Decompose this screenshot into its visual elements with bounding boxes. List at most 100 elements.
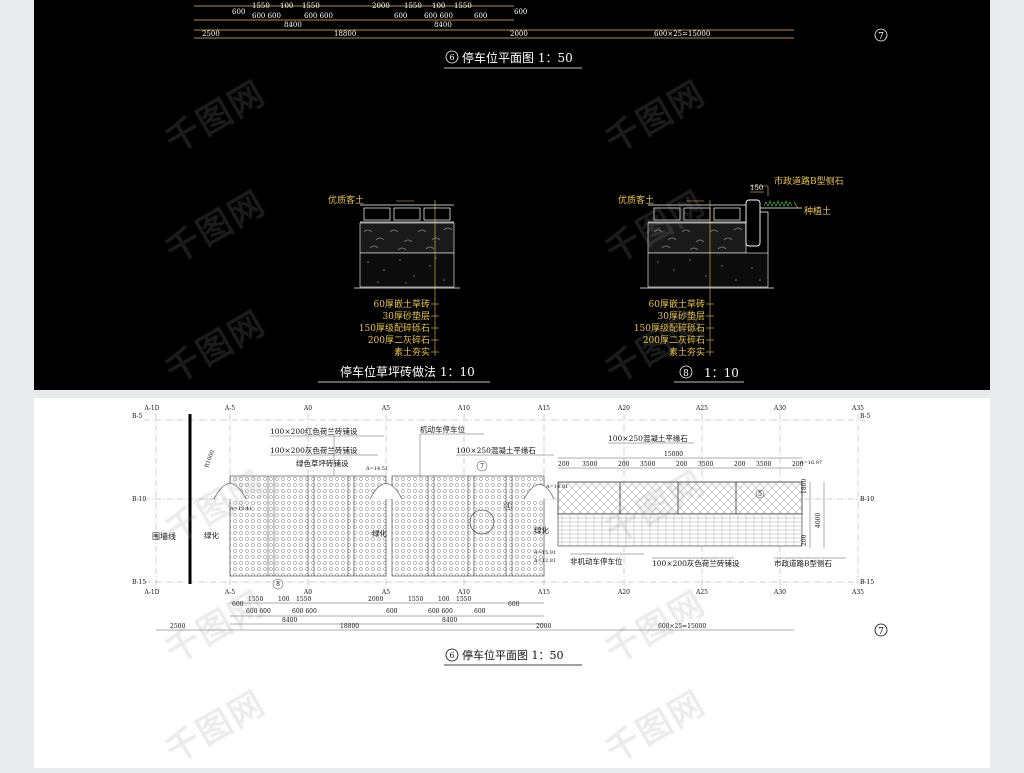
cad-drawing-bottom-panel: A-1D A-5 A0 A5 A10 A15 A20 A25 A30 A35 A… bbox=[34, 398, 990, 768]
annotation-leaders bbox=[270, 433, 846, 559]
elev-2: A=16.97 bbox=[799, 460, 822, 466]
dim-100b: 100 bbox=[432, 2, 445, 10]
top-title-num: 6 bbox=[449, 53, 454, 62]
dim-2000: 2000 bbox=[372, 2, 390, 10]
section2-layer-3: 150厚级配碎砾石 bbox=[634, 322, 705, 334]
dim-600x2c: 600 600 bbox=[424, 12, 453, 20]
marker-8: 8 bbox=[276, 581, 280, 588]
section1-layer-5: 素土夯实 bbox=[394, 346, 430, 358]
grid-row-b-15-r: B-15 bbox=[860, 579, 874, 586]
bdim-1550d: 1550 bbox=[456, 596, 471, 603]
section1-layer-2: 30厚砂垫层 bbox=[383, 310, 430, 322]
bottom-dims: 600 1550 100 1550 2000 1550 100 1550 600… bbox=[170, 596, 706, 630]
section2-plant-soil: 种植土 bbox=[804, 205, 831, 217]
grid-row-b-10-r: B-10 bbox=[860, 496, 874, 503]
bdim-600x2b: 600 600 bbox=[292, 608, 317, 615]
grid-col-a-1d-b: A-1D bbox=[144, 589, 160, 596]
grid-col-a15: A15 bbox=[537, 405, 550, 412]
grid-col-a0-b: A0 bbox=[303, 589, 312, 596]
label-green-1: 绿化 bbox=[204, 530, 219, 540]
elev-1: A=14.51 bbox=[365, 466, 388, 472]
section1-soil-label: 优质客土 bbox=[328, 194, 364, 206]
dim-600b: 600 bbox=[514, 8, 527, 16]
bottom-title-num: 6 bbox=[449, 651, 454, 660]
section2-curb-label: 市政道路B型侧石 bbox=[774, 175, 844, 187]
grid-col-a5-b: A5 bbox=[381, 589, 390, 596]
grid-col-a-5: A-5 bbox=[224, 405, 235, 412]
bdim-600x2c: 600 600 bbox=[428, 608, 453, 615]
grid-col-a35: A35 bbox=[851, 405, 864, 412]
grid-col-a-1d: A-1D bbox=[144, 405, 160, 412]
cad-drawing-top-panel: 600 1550 100 1550 2000 1550 100 1550 600… bbox=[34, 0, 990, 390]
rdim-200d: 200 bbox=[734, 461, 746, 468]
label-green-3: 绿化 bbox=[534, 525, 549, 535]
elev-6: A=13.41 bbox=[229, 506, 252, 512]
dim-100a: 100 bbox=[280, 2, 293, 10]
rdim-3500d: 3500 bbox=[756, 461, 771, 468]
bdim-100a: 100 bbox=[278, 596, 290, 603]
right-dimensions: 15000 200 3500 200 3500 200 3500 200 350… bbox=[558, 451, 822, 546]
section2-layer-2: 30厚砂垫层 bbox=[658, 310, 705, 322]
grid-row-b-10: B-10 bbox=[132, 496, 146, 503]
grid-row-labels: B-5 B-10 B-15 B-5 B-10 B-15 bbox=[132, 413, 874, 586]
bdim-600x2a: 600 600 bbox=[246, 608, 271, 615]
grid-col-a20: A20 bbox=[617, 405, 630, 412]
dim-1550a: 1550 bbox=[252, 2, 270, 10]
elev-4: A=15.91 bbox=[533, 550, 556, 556]
dim-600d: 600 bbox=[474, 12, 487, 20]
top-plan-title: 6 停车位平面图 1：50 bbox=[444, 50, 582, 69]
dim-600x2b: 600 600 bbox=[304, 12, 333, 20]
section2-scale: 1：10 bbox=[704, 366, 739, 380]
grid-col-a20-b: A20 bbox=[617, 589, 630, 596]
elev-3: A=14.91 bbox=[545, 484, 568, 490]
label-curb250: 100×250混凝土平缘石 bbox=[456, 445, 536, 455]
bdim-1550a: 1550 bbox=[248, 596, 263, 603]
bdim-600d: 600 bbox=[474, 608, 486, 615]
section2-layer-4: 200厚二灰碎石 bbox=[643, 334, 705, 346]
top-title-text: 停车位平面图 1：50 bbox=[462, 50, 573, 65]
grid-col-labels-bottom: A-1D A-5 A0 A5 A10 A15 A20 A25 A30 A35 bbox=[144, 589, 865, 596]
section2-curb-width: 150 bbox=[750, 184, 763, 192]
label-curb-b: 市政道路B型侧石 bbox=[774, 558, 833, 568]
rdim-1800: 1800 bbox=[801, 479, 808, 494]
rdim-3500a: 3500 bbox=[582, 461, 597, 468]
rdim-200b: 200 bbox=[618, 461, 630, 468]
grid-col-a25: A25 bbox=[695, 405, 708, 412]
cad-top-svg: 600 1550 100 1550 2000 1550 100 1550 600… bbox=[194, 2, 888, 383]
grid-col-a30-b: A30 bbox=[773, 589, 786, 596]
radius-label: R1000 bbox=[204, 449, 216, 469]
grid-row-b-15: B-15 bbox=[132, 579, 146, 586]
rdim-200a: 200 bbox=[558, 461, 570, 468]
bdim-18800: 18800 bbox=[340, 623, 359, 630]
grid-col-a35-b: A35 bbox=[851, 589, 864, 596]
grid-col-a10: A10 bbox=[457, 405, 470, 412]
rdim-200-side: 200 bbox=[801, 534, 808, 546]
section2-num: 8 bbox=[683, 369, 689, 379]
dim-15000: 600×25=15000 bbox=[654, 30, 710, 38]
section-2-with-curb: 优质客土 市政道路B型侧石 150 种植土 60厚嵌土草砖 30厚砂垫层 150… bbox=[618, 175, 844, 383]
grid-row-b-5-r: B-5 bbox=[860, 413, 871, 420]
grid-row-b-5: B-5 bbox=[132, 413, 143, 420]
rdim-4000: 4000 bbox=[815, 513, 822, 528]
dim-8400a: 8400 bbox=[284, 21, 302, 29]
top-plan-dims: 600 1550 100 1550 2000 1550 100 1550 600… bbox=[202, 2, 710, 38]
dim-2500: 2500 bbox=[202, 30, 220, 38]
bdim-1550c: 1550 bbox=[408, 596, 423, 603]
svg-text:7: 7 bbox=[878, 627, 884, 637]
wall-label: 围墙线 bbox=[152, 531, 176, 541]
dim-1550b: 1550 bbox=[302, 2, 320, 10]
section1-layer-4: 200厚二灰碎石 bbox=[368, 334, 430, 346]
grid-col-labels-top: A-1D A-5 A0 A5 A10 A15 A20 A25 A30 A35 bbox=[144, 405, 865, 412]
svg-text:7: 7 bbox=[878, 32, 884, 42]
label-curb250-right: 100×250混凝土平缘石 bbox=[608, 433, 688, 443]
grid-col-a-5-b: A-5 bbox=[224, 589, 235, 596]
rdim-200c: 200 bbox=[676, 461, 688, 468]
dim-2000b: 2000 bbox=[510, 30, 528, 38]
parking-area-right bbox=[557, 481, 803, 547]
marker-4: 4 bbox=[506, 503, 510, 510]
label-grey-paver: 100×200灰色荷兰砖铺设 bbox=[270, 445, 358, 455]
bdim-600a: 600 bbox=[232, 601, 244, 608]
bdim-600c: 600 bbox=[386, 608, 398, 615]
rdim-15000: 15000 bbox=[664, 451, 683, 458]
label-grey-paver-2: 100×200灰色荷兰砖铺设 bbox=[652, 558, 740, 568]
